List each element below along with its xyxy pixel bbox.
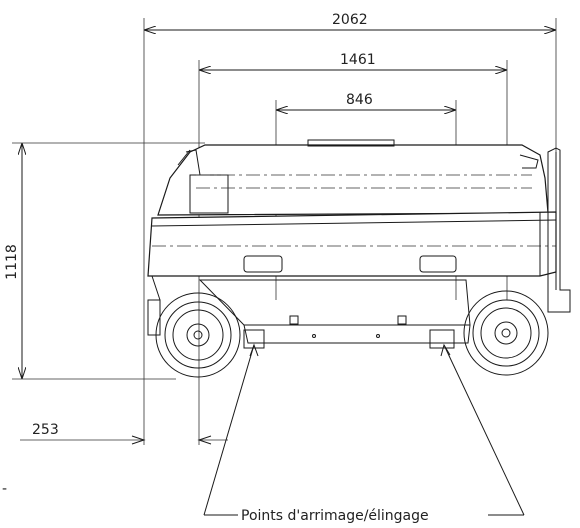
dimension-label-1461: 1461 bbox=[340, 52, 376, 68]
vehicle-body bbox=[147, 139, 571, 349]
dimension-label-253: 253 bbox=[32, 422, 59, 438]
dimension-label-846: 846 bbox=[346, 92, 373, 108]
callout-label: Points d'arrimage/élingage bbox=[241, 508, 429, 524]
callout-leaders bbox=[203, 343, 525, 516]
dimension-label-2062: 2062 bbox=[332, 12, 368, 28]
margin-mark: - bbox=[2, 481, 7, 497]
dimension-front-overhang: 253 bbox=[20, 422, 228, 445]
wheel-rear bbox=[463, 290, 549, 376]
dimension-overall-length: 2062 bbox=[143, 12, 557, 445]
dimension-height: 1118 bbox=[4, 142, 205, 380]
dimension-label-1118: 1118 bbox=[4, 244, 20, 280]
wheel-front bbox=[155, 292, 241, 378]
